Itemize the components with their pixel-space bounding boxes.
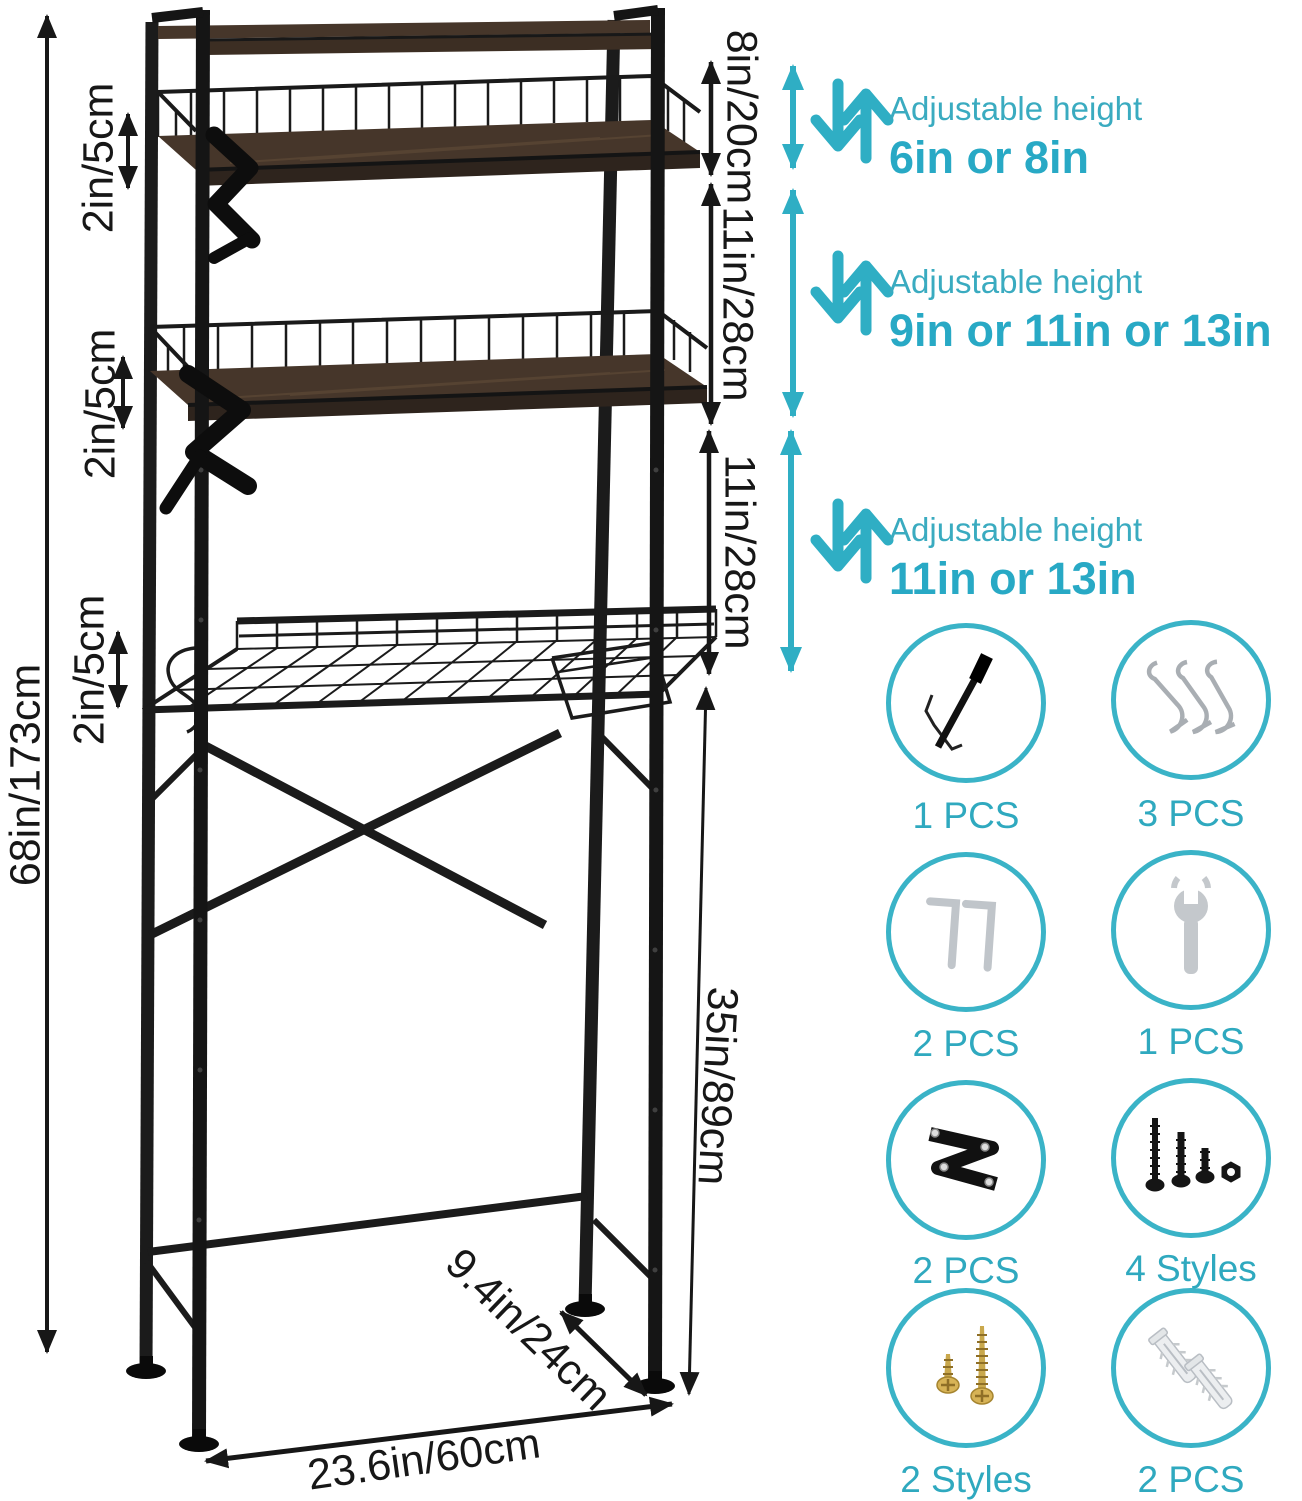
part-label: 3 PCS [1137, 793, 1245, 834]
adjustable-value: 9in or 11in or 13in [889, 305, 1272, 356]
wall-anchors-icon [1148, 1327, 1233, 1410]
paper-holder-wire-icon [550, 641, 673, 720]
black-screws-icon [1145, 1118, 1241, 1192]
adjustable-note-2: Adjustable height 9in or 11in or 13in [889, 263, 1272, 357]
wrench-icon [1171, 876, 1211, 974]
shelf-3 [148, 309, 709, 421]
cross-brace [148, 728, 562, 940]
paper-holder-icon [924, 653, 993, 751]
front-legs [151, 5, 665, 1442]
adjustable-title: Adjustable height [889, 511, 1143, 548]
part-circle [886, 1288, 1046, 1448]
part-label: 1 PCS [1137, 1021, 1245, 1062]
part-label: 2 PCS [1137, 1459, 1245, 1500]
leg-holes [196, 467, 659, 1273]
adjustable-title: Adjustable height [889, 263, 1143, 300]
dim-thickness-low: 2in/5cm [65, 594, 114, 746]
dim-gap-1: 8in/20cm [717, 29, 766, 205]
dim-thickness-top: 2in/5cm [74, 82, 123, 234]
adjustable-value: 11in or 13in [889, 553, 1137, 604]
s-hooks-icon [1146, 659, 1236, 735]
part-circle [1111, 850, 1271, 1010]
part-circle [1111, 620, 1271, 780]
rack-frame [139, 19, 659, 1369]
part-label: 2 PCS [912, 1023, 1020, 1064]
double-arrow-icon [816, 84, 888, 578]
dim-open-height: 35in/89cm [688, 985, 747, 1187]
gold-screws-icon [936, 1326, 994, 1405]
part-circle [886, 623, 1046, 783]
part-circle [886, 852, 1046, 1012]
part-label: 1 PCS [912, 795, 1020, 836]
part-circle [1111, 1288, 1271, 1448]
wire-basket [141, 605, 718, 714]
adjustable-range-arrows [780, 64, 804, 673]
adjustable-title: Adjustable height [889, 90, 1143, 127]
adjustable-note-3: Adjustable height 11in or 13in [889, 511, 1142, 605]
straps-icon [928, 1127, 999, 1191]
strap-icon [159, 126, 261, 515]
dimension-arrows [37, 13, 721, 1469]
dim-gap-3: 11in/28cm [715, 454, 764, 650]
part-circle [886, 1080, 1046, 1240]
part-circle [1111, 1078, 1271, 1238]
dim-total-height: 68in/173cm [1, 663, 50, 887]
dim-thickness-mid: 2in/5cm [76, 328, 125, 480]
shelf-2 [156, 74, 702, 186]
adjustable-note-1: Adjustable height 6in or 8in [889, 90, 1142, 184]
part-label: 2 PCS [912, 1250, 1020, 1291]
dim-gap-2: 11in/28cm [713, 206, 762, 402]
part-label: 2 Styles [900, 1459, 1032, 1500]
part-label: 4 Styles [1125, 1248, 1257, 1289]
adjustable-value: 6in or 8in [889, 132, 1090, 183]
hex-keys-icon [926, 897, 997, 972]
top-shelf [158, 20, 662, 55]
